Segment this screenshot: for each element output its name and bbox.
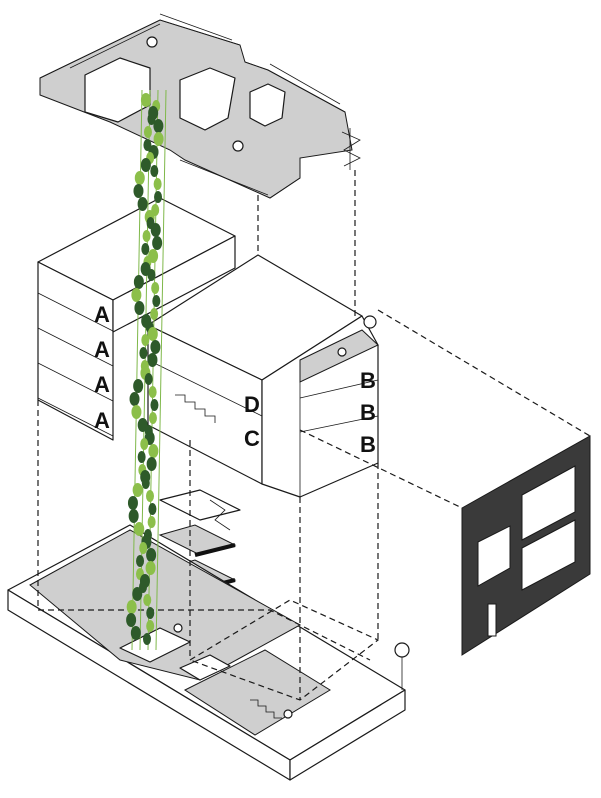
roof-person-2 bbox=[232, 140, 244, 152]
vine-leaf bbox=[134, 301, 145, 315]
vine-leaf bbox=[147, 113, 156, 125]
projection-lines bbox=[37, 170, 591, 701]
vine-leaf bbox=[131, 288, 142, 302]
vine-leaf bbox=[147, 327, 158, 341]
vine-leaf bbox=[134, 171, 145, 185]
unit-b-label-1: B bbox=[360, 368, 376, 393]
unit-a-label-1: A bbox=[94, 302, 110, 327]
vine-leaf bbox=[147, 353, 158, 367]
vine-leaf bbox=[150, 399, 159, 411]
vine-leaf bbox=[144, 373, 153, 385]
vine-leaf bbox=[142, 230, 151, 242]
ground-person-2 bbox=[283, 709, 293, 719]
vine-leaf bbox=[150, 308, 159, 320]
vine-leaf bbox=[153, 132, 164, 146]
vine-leaf bbox=[127, 496, 138, 510]
vine-leaf bbox=[141, 243, 150, 255]
vine-leaf bbox=[130, 626, 141, 640]
terrace-tree bbox=[363, 315, 377, 329]
vine-leaf bbox=[140, 93, 151, 107]
vine-leaf bbox=[137, 197, 148, 211]
vine-leaf bbox=[147, 516, 156, 528]
vine-leaf bbox=[150, 223, 161, 237]
vine-leaf bbox=[133, 379, 144, 393]
vine-leaf bbox=[139, 542, 148, 554]
vine-leaf bbox=[148, 444, 159, 458]
roof-terrace bbox=[39, 13, 361, 199]
vine-leaf bbox=[139, 347, 148, 359]
palm-tree bbox=[394, 642, 410, 690]
vine-leaf bbox=[151, 282, 160, 294]
vine-leaf bbox=[143, 139, 152, 151]
roof-railings bbox=[69, 13, 341, 196]
roof-person-1 bbox=[146, 36, 158, 48]
vine-leaf bbox=[141, 477, 150, 489]
vine-leaf bbox=[126, 600, 137, 614]
vine-leaf bbox=[147, 269, 156, 281]
vine-leaf bbox=[145, 490, 154, 502]
vine-leaf bbox=[141, 334, 150, 346]
vine-leaf bbox=[131, 405, 142, 419]
terrace-person bbox=[337, 347, 347, 357]
roof-spiral-stair bbox=[341, 128, 361, 170]
vine-leaf bbox=[134, 522, 145, 536]
unit-a-label-2: A bbox=[94, 337, 110, 362]
vine-leaf bbox=[126, 613, 137, 627]
bench bbox=[179, 654, 231, 681]
vine-leaf bbox=[129, 392, 140, 406]
unit-c-label: C bbox=[244, 426, 260, 451]
unit-b-label-2: B bbox=[360, 400, 376, 425]
unit-a-label-4: A bbox=[94, 408, 110, 433]
vine-leaf bbox=[136, 555, 145, 567]
vine-leaf bbox=[146, 607, 155, 619]
vine-leaf bbox=[132, 587, 143, 601]
vine-leaf bbox=[146, 457, 157, 471]
vine-leaf bbox=[137, 451, 146, 463]
ground-person-1 bbox=[173, 623, 183, 633]
block-bcd: D C B B B bbox=[147, 254, 379, 498]
vine-leaf bbox=[148, 503, 157, 515]
vine-leaf bbox=[152, 295, 161, 307]
facade-panel bbox=[461, 435, 591, 656]
ground-floor bbox=[7, 524, 410, 781]
vine-leaf bbox=[154, 191, 163, 203]
vine-leaf bbox=[153, 178, 162, 190]
vine-leaf bbox=[132, 483, 143, 497]
unit-d-label: D bbox=[244, 392, 260, 417]
vine-leaf bbox=[146, 620, 155, 632]
vine-screen bbox=[126, 89, 167, 651]
vine-leaf bbox=[146, 548, 157, 562]
vine-leaf bbox=[142, 633, 151, 645]
roof-box-right bbox=[249, 83, 286, 127]
vine-leaf bbox=[140, 158, 151, 172]
vine-leaf bbox=[152, 236, 163, 250]
vine-leaf bbox=[145, 561, 156, 575]
vine-leaf bbox=[133, 275, 144, 289]
vine-leaf bbox=[140, 438, 149, 450]
vine-leaf bbox=[153, 119, 164, 133]
vine-leaf bbox=[150, 165, 159, 177]
vine-leaf bbox=[148, 412, 157, 424]
vine-leaf bbox=[148, 386, 157, 398]
vine-leaf bbox=[150, 340, 161, 354]
vine-cable bbox=[155, 89, 167, 651]
unit-b-label-3: B bbox=[360, 432, 376, 457]
vine-leaf bbox=[128, 509, 139, 523]
unit-a-label-3: A bbox=[94, 372, 110, 397]
roof-box-middle bbox=[179, 67, 236, 131]
vine-leaf bbox=[143, 594, 152, 606]
vine-leaf bbox=[133, 184, 144, 198]
vine-leaf bbox=[143, 126, 152, 138]
